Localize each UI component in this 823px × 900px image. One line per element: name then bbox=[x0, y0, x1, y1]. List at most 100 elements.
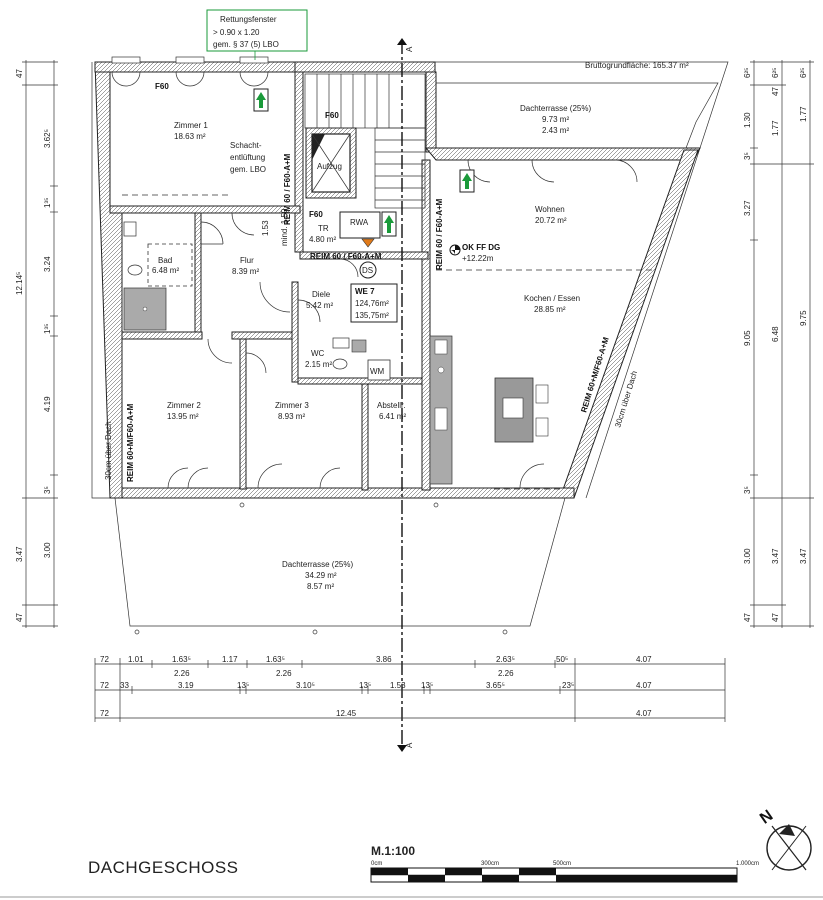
shaft-line-1: Schacht- bbox=[230, 141, 262, 150]
reim-label-mid: REIM 60 / F60-A+M bbox=[435, 198, 444, 270]
dim-right-c3-1: 6²⁵ bbox=[799, 68, 808, 78]
dim-b1-1: 1.01 bbox=[128, 655, 144, 664]
room-area-diele: 5.42 m² bbox=[306, 301, 333, 310]
rescue-window-box bbox=[206, 9, 308, 52]
terrace-south-area: 34.29 m² bbox=[305, 571, 337, 580]
room-name-diele: Diele bbox=[312, 290, 331, 299]
dim-left-inner-5: 4.19 bbox=[43, 396, 52, 412]
dim-right-c2-2: 47 bbox=[771, 87, 780, 96]
exit-signs bbox=[253, 88, 475, 237]
dim-b2-0: 72 bbox=[100, 681, 109, 690]
right-dimension-lines bbox=[750, 60, 814, 628]
dim-right-c1-8: 47 bbox=[743, 613, 752, 622]
roof-line-east bbox=[420, 61, 729, 499]
lift: Aufzug bbox=[311, 133, 351, 193]
terrace-south-share: 8.57 m² bbox=[307, 582, 334, 591]
dim-left-inner-2: 1³⁵ bbox=[43, 198, 52, 208]
dim-b2-10: 4.07 bbox=[636, 681, 652, 690]
roof-note-west: 30cm über Dach bbox=[104, 421, 113, 480]
rwa-box bbox=[339, 211, 381, 239]
dim-b1-4: 1.63⁵ bbox=[266, 655, 285, 664]
reim-label-h: REIM 60 / F60-A+M bbox=[310, 252, 382, 261]
rescue-window-line-3: gem. § 37 (5) LBO bbox=[213, 40, 279, 49]
unit-area-1: 124,76m² bbox=[355, 299, 389, 308]
roof-note-east: 30cm über Dach bbox=[613, 370, 639, 429]
north-windows bbox=[111, 56, 269, 64]
dim-b2-9: 23⁵ bbox=[562, 681, 574, 690]
scale-tick-0: 0cm bbox=[371, 861, 382, 867]
roof-line-west bbox=[91, 62, 115, 499]
room-area-zimmer3: 8.93 m² bbox=[278, 412, 305, 421]
section-line bbox=[397, 38, 407, 752]
room-area-wc: 2.15 m² bbox=[305, 360, 332, 369]
dim-b2-6: 1.53 bbox=[390, 681, 406, 690]
dim-b2-3: 13⁵ bbox=[237, 681, 249, 690]
scale-tick-1000: 1.000cm bbox=[736, 861, 759, 867]
dim-mind: mind. 1.50 bbox=[280, 208, 289, 246]
north-arrow-icon bbox=[766, 824, 812, 871]
room-area-kochen: 28.85 m² bbox=[534, 305, 566, 314]
doors bbox=[111, 71, 638, 489]
dim-left-inner-6: 3⁵ bbox=[43, 486, 52, 494]
rescue-window-line-2: > 0.90 x 1.20 bbox=[213, 28, 260, 37]
terrace-south-name: Dachterrasse (25%) bbox=[282, 560, 353, 569]
left-dimension-lines bbox=[22, 60, 58, 628]
dim-b2-5: 13⁵ bbox=[359, 681, 371, 690]
scale-tick-500: 500cm bbox=[553, 861, 571, 867]
dim-b1b-0: 2.26 bbox=[174, 669, 190, 678]
lift-label: Aufzug bbox=[317, 162, 342, 171]
dim-right-c1-6: 3⁵ bbox=[743, 486, 752, 494]
room-area-abstellr: 6.41 m² bbox=[379, 412, 406, 421]
room-name-zimmer1: Zimmer 1 bbox=[174, 121, 208, 130]
dim-left-inner-7: 3.00 bbox=[43, 542, 52, 558]
unit-box bbox=[350, 283, 398, 323]
dim-right-c1-5: 9.05 bbox=[743, 330, 752, 346]
dim-b2-7: 13⁵ bbox=[421, 681, 433, 690]
section-a-bottom: A bbox=[405, 742, 414, 748]
room-area-flur: 8.39 m² bbox=[232, 267, 259, 276]
dim-b3-1: 12.45 bbox=[336, 709, 357, 718]
scale-bar bbox=[370, 867, 738, 883]
dim-right-c3-2: 1.77 bbox=[799, 106, 808, 122]
ds-label: DS bbox=[362, 266, 373, 275]
dim-left-outer-3: 3.47 bbox=[15, 546, 24, 562]
dim-right-c2-3: 1.77 bbox=[771, 120, 780, 136]
gross-area: Bruttogrundfläche: 165.37 m² bbox=[585, 61, 689, 70]
north-label: N bbox=[757, 807, 776, 828]
room-area-bad: 6.48 m² bbox=[152, 266, 179, 275]
dim-left-inner-3: 3.24 bbox=[43, 256, 52, 272]
dim-b2-4: 3.10⁵ bbox=[296, 681, 315, 690]
dim-b1-0: 72 bbox=[100, 655, 109, 664]
terrace-north-share: 2.43 m² bbox=[542, 126, 569, 135]
reim-label-west: REIM 60+M/F60-A+M bbox=[126, 403, 135, 482]
scale-tick-300: 300cm bbox=[481, 861, 499, 867]
dim-right-c1-2: 1.30 bbox=[743, 112, 752, 128]
dim-b2-2: 3.19 bbox=[178, 681, 194, 690]
room-name-wc: WC bbox=[311, 349, 325, 358]
terrace-north-outline bbox=[435, 82, 719, 149]
room-area-zimmer1: 18.63 m² bbox=[174, 132, 206, 141]
unit-area-2: 135,75m² bbox=[355, 311, 389, 320]
dim-right-c1-3: 3⁵ bbox=[743, 152, 752, 160]
room-labels: Zimmer 1 18.63 m² Bad 6.48 m² Flur 8.39 … bbox=[152, 104, 591, 591]
dim-right-c2-6: 47 bbox=[771, 613, 780, 622]
shaft-line-2: entlüftung bbox=[230, 153, 265, 162]
reim-label-top: REIM 60 / F60-A+M bbox=[283, 153, 292, 225]
room-name-zimmer2: Zimmer 2 bbox=[167, 401, 201, 410]
bottom-dimension-lines bbox=[94, 658, 726, 722]
section-a-top: A bbox=[405, 46, 414, 52]
dim-b1-5: 3.86 bbox=[376, 655, 392, 664]
dim-right-c3-4: 3.47 bbox=[799, 548, 808, 564]
rescue-window-line-1: Rettungsfenster bbox=[220, 15, 277, 24]
dim-b1b-2: 2.26 bbox=[498, 669, 514, 678]
dim-left-inner-1: 3.62⁵ bbox=[43, 129, 52, 148]
room-name-abstellr: Abstellr. bbox=[377, 401, 405, 410]
walls bbox=[94, 61, 701, 499]
room-name-bad: Bad bbox=[158, 256, 172, 265]
dim-153: 1.53 bbox=[261, 220, 270, 236]
dim-left-outer-4: 47 bbox=[15, 613, 24, 622]
level-label: OK FF DG bbox=[462, 243, 500, 252]
dim-b3-0: 72 bbox=[100, 709, 109, 718]
level-value: +12.22m bbox=[462, 254, 494, 263]
